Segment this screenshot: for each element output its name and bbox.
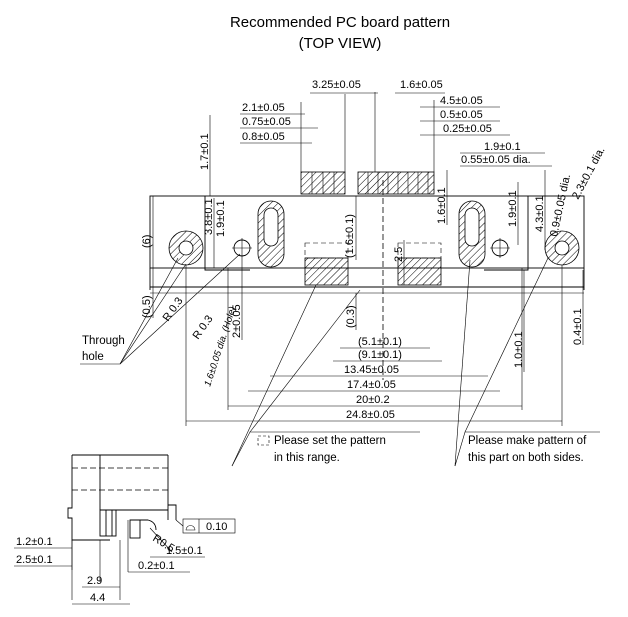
dim-2: 2±0.05	[231, 304, 243, 338]
dim-1-6-v: 1.6±0.1	[436, 187, 448, 224]
dim-r-0-3-b: R 0.3	[191, 313, 216, 341]
top-view-outline	[149, 180, 585, 380]
dim-0-5-p: (0.5)	[141, 295, 153, 318]
dim-2-1: 2.1±0.05	[242, 102, 285, 114]
dim-2-3-dia: 2.3±0.1 dia.	[570, 145, 608, 201]
dim-0-75: 0.75±0.05	[242, 116, 291, 128]
range-note: Please set the pattern in this range.	[231, 284, 420, 467]
contact-pads	[300, 171, 435, 195]
dim-1-9-v: 1.9±0.1	[507, 190, 519, 227]
oval-holes	[257, 200, 486, 268]
dim-3-8: 3.8±0.1	[203, 198, 215, 235]
range-note-line-2: in this range.	[274, 452, 340, 464]
side-dim-1-2: 1.2±0.1	[16, 536, 53, 548]
dim-4-5: 4.5±0.05	[440, 95, 483, 107]
dim-13-45: 13.45±0.05	[344, 364, 399, 376]
dim-5-1: (5.1±0.1)	[358, 336, 402, 348]
dim-20: 20±0.2	[356, 394, 390, 406]
top-dimensions: 3.25±0.05 1.6±0.05 2.1±0.05 0.75±0.05 0.…	[199, 79, 552, 196]
round-holes	[168, 230, 580, 266]
dim-1-6-p: (1.6±0.1)	[344, 214, 356, 258]
dim-0-55-dia: 0.55±0.05 dia.	[461, 154, 531, 166]
side-dim-2-9: 2.9	[87, 575, 102, 587]
dim-r-0-3-a: R 0.3	[161, 295, 186, 323]
dim-0-8: 0.8±0.05	[242, 131, 285, 143]
range-note-line-1: Please set the pattern	[274, 435, 386, 447]
title-line-2: (TOP VIEW)	[299, 35, 382, 52]
both-sides-line-2: this part on both sides.	[468, 452, 584, 464]
dim-17-4: 17.4±0.05	[347, 379, 396, 391]
dim-1-9-left: 1.9±0.1	[215, 200, 227, 237]
dim-1-9: 1.9±0.1	[484, 141, 521, 153]
dim-3-25: 3.25±0.05	[312, 79, 361, 91]
dim-24-8: 24.8±0.05	[346, 409, 395, 421]
side-dim-1-5: 1.5±0.1	[166, 545, 203, 557]
dim-4-3: 4.3±0.1	[534, 195, 546, 232]
dim-6: (6)	[141, 235, 153, 248]
side-dim-0-2: 0.2±0.1	[138, 560, 175, 572]
title-line-1: Recommended PC board pattern	[230, 14, 450, 31]
both-sides-line-1: Please make pattern of	[468, 435, 587, 447]
dim-0-4: 0.4±0.1	[572, 308, 584, 345]
dim-0-3-p: (0.3)	[345, 305, 357, 328]
dim-0-5: 0.5±0.05	[440, 109, 483, 121]
dim-0-25: 0.25±0.05	[443, 123, 492, 135]
side-view: 0.10 1.2±0.1 2.5±0.1 R0.5 1.5±0.1 0.2±0.…	[14, 454, 236, 605]
both-sides-note: Please make pattern of this part on both…	[454, 257, 600, 467]
side-dim-4-4: 4.4	[90, 592, 105, 604]
dim-2-5: 2.5	[393, 247, 405, 262]
through-hole-label-2: hole	[82, 351, 104, 363]
dim-9-1: (9.1±0.1)	[358, 349, 402, 361]
dim-0-9-dia: 0.9±0.05 dia.	[548, 173, 573, 238]
side-dim-2-5: 2.5±0.1	[16, 554, 53, 566]
dim-1-0: 1.0±0.1	[513, 331, 525, 368]
through-hole-note: Through hole	[80, 253, 241, 365]
dim-1-7: 1.7±0.1	[199, 133, 211, 170]
dim-1-6: 1.6±0.05	[400, 79, 443, 91]
bottom-dimensions: (5.1±0.1) (9.1±0.1) 13.45±0.05 17.4±0.05…	[185, 265, 563, 426]
through-hole-label-1: Through	[82, 335, 125, 347]
lower-pads	[304, 242, 442, 286]
flatness-value: 0.10	[206, 521, 227, 533]
